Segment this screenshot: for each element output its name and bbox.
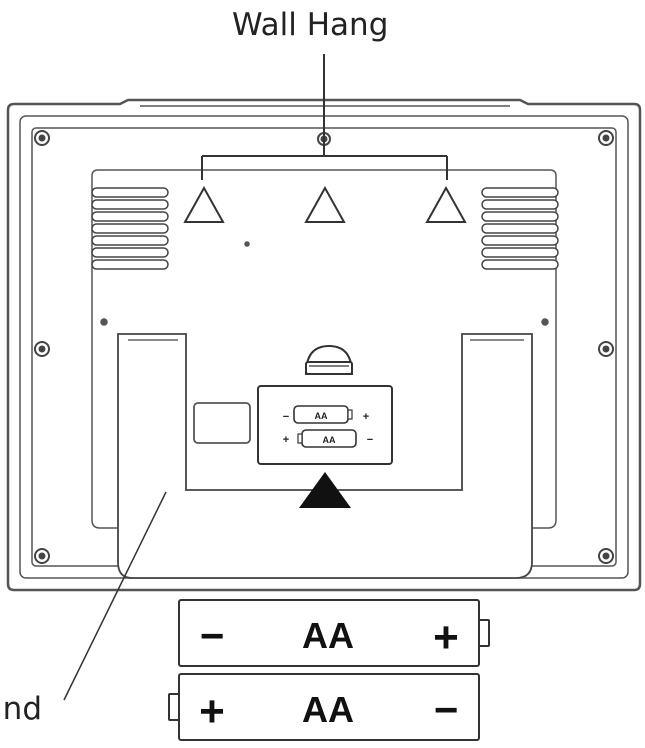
back-panel: [91, 169, 557, 529]
screw-bottom-left: [34, 548, 50, 564]
hang-hole-center: [304, 185, 346, 223]
screws: [34, 130, 614, 564]
panel-dot-center: [244, 241, 250, 247]
compartment-bottom-minus: −: [367, 434, 373, 446]
battery-top-aa: AA: [302, 615, 354, 656]
battery-bottom-minus: −: [434, 686, 459, 733]
wall-hang-callout: [201, 54, 448, 180]
screw-top-left: [34, 130, 50, 146]
vent-left: [91, 187, 169, 270]
stand-label: Stand: [0, 694, 42, 725]
compartment-top-minus: −: [283, 411, 289, 423]
open-arrow-icon: [299, 472, 351, 508]
battery-top-minus: −: [200, 612, 225, 659]
screw-bottom-right: [598, 548, 614, 564]
stand-outline: [117, 333, 533, 579]
battery-bottom-plus: +: [199, 687, 225, 736]
battery-bottom-aa: AA: [302, 689, 354, 730]
hang-hole-right: [425, 185, 467, 223]
wall-hang-label: Wall Hang: [232, 7, 389, 43]
panel-dot-right: [541, 318, 549, 326]
hang-hole-left: [183, 185, 225, 223]
screw-top-right: [598, 130, 614, 146]
compartment-top-plus: +: [363, 411, 369, 423]
battery-latch: [304, 344, 354, 375]
vent-right: [481, 187, 559, 270]
compartment-bottom-plus: +: [283, 434, 289, 446]
battery-large-top: − AA +: [178, 599, 490, 667]
compartment-bottom-aa: AA: [323, 435, 336, 445]
stand-label-text: Stand: [0, 694, 42, 725]
stand-callout-line: [63, 491, 167, 701]
screw-mid-right: [598, 341, 614, 357]
panel-dot-left: [100, 318, 108, 326]
compartment-top-aa: AA: [315, 411, 328, 421]
back-panel-outline: [91, 169, 557, 529]
battery-large-bottom: + AA −: [168, 673, 480, 741]
battery-compartment: − AA + + AA −: [257, 385, 393, 465]
stand: [117, 333, 533, 579]
housing-outer-outline: [6, 98, 642, 592]
screw-mid-left: [34, 341, 50, 357]
wall-hang-holes: [183, 185, 467, 223]
label-area: [193, 402, 251, 444]
battery-top-plus: +: [433, 613, 459, 662]
